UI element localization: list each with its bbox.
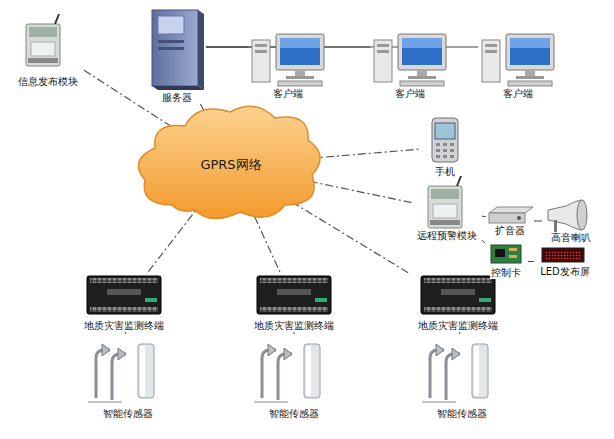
device-node: 手机 <box>420 116 470 178</box>
device-node: 高音喇叭 <box>542 198 600 244</box>
device-node: 客户端 <box>248 32 328 100</box>
node-label: 客户端 <box>394 88 426 100</box>
node-label: 智能传感器 <box>102 408 154 420</box>
node-label: 扩音器 <box>494 225 526 237</box>
node-label: 客户端 <box>272 88 304 100</box>
network-link <box>292 202 410 274</box>
local-wire <box>528 261 534 262</box>
device-node: 远程预警模块 <box>412 178 482 242</box>
device-node: 智能传感器 <box>84 334 172 420</box>
device-node: 客户端 <box>478 32 558 100</box>
device-node: 智能传感器 <box>418 334 506 420</box>
node-label: 控制卡 <box>490 267 522 279</box>
device-node: 地质灾害监测终端 <box>410 274 506 332</box>
local-wire <box>482 240 485 243</box>
node-label: 地质灾害监测终端 <box>83 320 165 332</box>
device-node: 地质灾害监测终端 <box>246 274 342 332</box>
node-label: 地质灾害监测终端 <box>253 320 335 332</box>
device-node: 扩音器 <box>486 205 534 237</box>
device-node: 信息发布模块 <box>12 6 84 88</box>
local-wire <box>459 332 460 334</box>
node-label: 客户端 <box>502 88 534 100</box>
node-label: 远程预警模块 <box>416 230 478 242</box>
device-node: 服务器 <box>148 10 206 104</box>
device-node: 客户端 <box>370 32 450 100</box>
node-label: GPRS网络 <box>199 157 262 173</box>
local-wire <box>534 221 542 222</box>
node-label: LED发布屏 <box>539 266 591 278</box>
local-wire <box>482 216 486 218</box>
device-node: 控制卡 <box>484 243 528 279</box>
node-label: 信息发布模块 <box>17 76 79 88</box>
local-wire <box>294 332 295 334</box>
node-label: 智能传感器 <box>268 408 320 420</box>
network-cloud: GPRS网络 <box>168 128 294 202</box>
node-label: 高音喇叭 <box>550 232 592 244</box>
node-label: 地质灾害监测终端 <box>417 320 499 332</box>
node-label: 服务器 <box>161 92 193 104</box>
local-wire <box>125 332 126 334</box>
node-label: 手机 <box>434 166 456 178</box>
device-node: 地质灾害监测终端 <box>76 274 172 332</box>
device-node: 智能传感器 <box>250 334 338 420</box>
device-node: LED发布屏 <box>534 246 596 278</box>
network-link <box>147 202 203 274</box>
node-label: 智能传感器 <box>436 408 488 420</box>
